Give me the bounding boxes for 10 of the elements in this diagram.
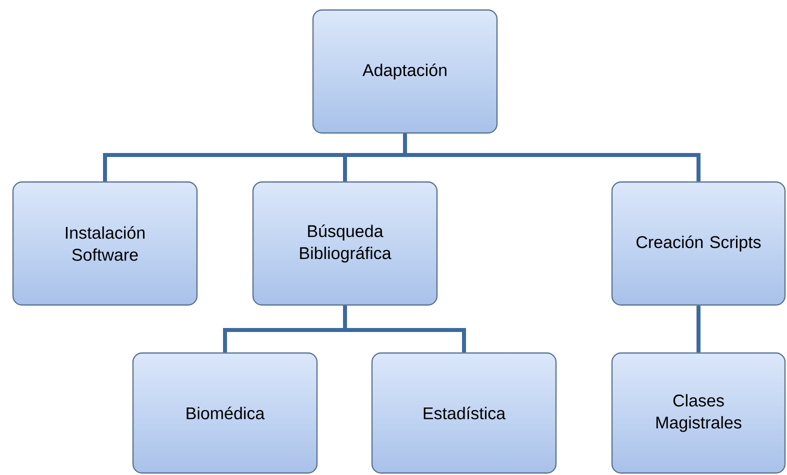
process-box: Creación Scripts (611, 181, 786, 306)
process-box: Instalación Software (12, 181, 198, 306)
process-box: Biomédica (132, 352, 318, 474)
process-box: Búsqueda Bibliográfica (252, 181, 438, 306)
process-box: Estadística (371, 352, 557, 474)
connector (696, 306, 700, 352)
process-box: Clases Magistrales (611, 352, 786, 474)
process-box: Adaptación (312, 9, 498, 134)
connector (343, 306, 466, 352)
connector (403, 134, 700, 182)
